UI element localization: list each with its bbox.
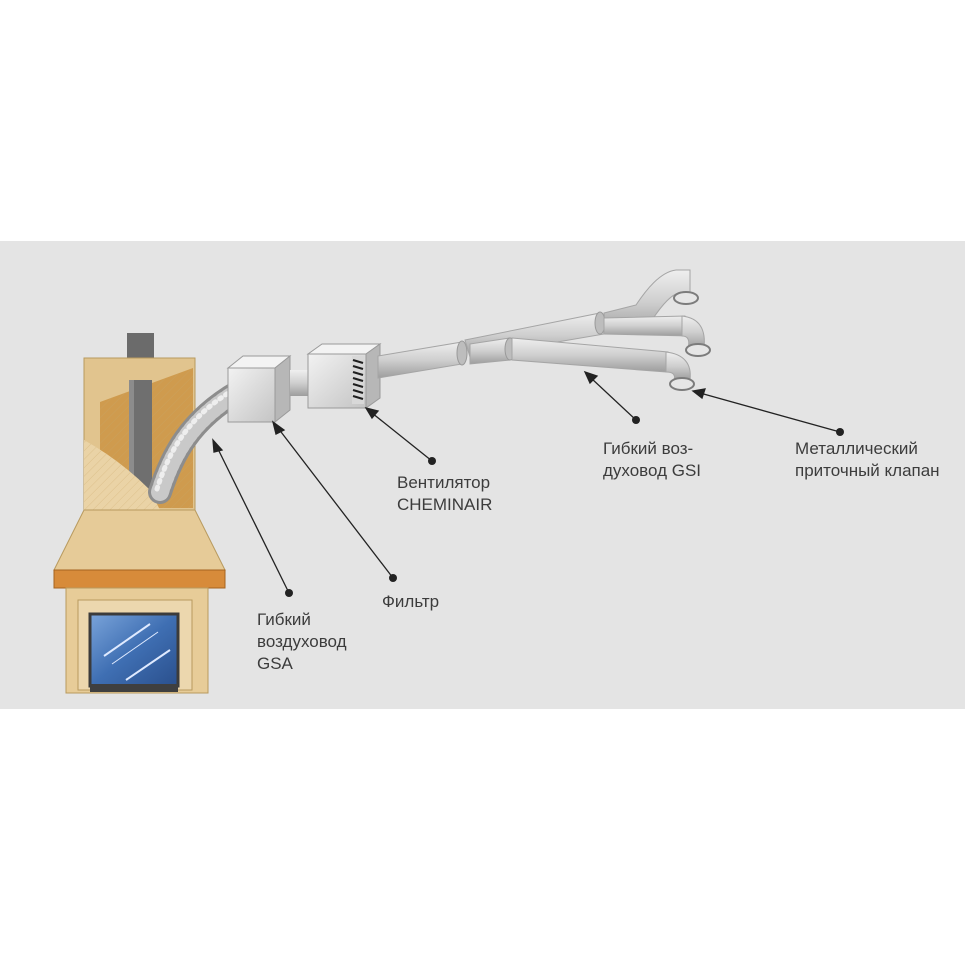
duct-filter-fan	[290, 370, 312, 396]
leader-lines	[212, 370, 844, 597]
leader-dot-valve	[836, 428, 844, 436]
label-gsi: Гибкий воз- духовод GSI	[603, 439, 702, 480]
chimney-top	[127, 333, 154, 359]
filter-box	[226, 354, 292, 424]
valve-ring-top	[673, 291, 699, 305]
mantel	[53, 569, 226, 589]
leader-dot-fan	[428, 457, 436, 465]
hood-slope	[53, 509, 226, 571]
chimney-flue	[129, 380, 152, 490]
valve-ring-middle	[685, 343, 711, 357]
leader-dot-gsa	[285, 589, 293, 597]
label-valve: Металлический приточный клапан	[795, 439, 940, 480]
leader-dot-gsi	[632, 416, 640, 424]
metal-supply-valves	[669, 291, 711, 391]
flexible-duct-gsa	[148, 380, 250, 504]
fan-cheminair	[306, 343, 382, 409]
label-filter: Фильтр	[382, 592, 440, 611]
label-fan: Вентилятор CHEMINAIR	[397, 473, 493, 514]
flexible-duct-gsi	[377, 269, 705, 381]
leader-dot-filter	[389, 574, 397, 582]
label-gsa: Гибкий воздуховод GSA	[257, 610, 347, 673]
valve-ring-bottom	[669, 377, 695, 391]
fan-grille	[352, 356, 364, 404]
